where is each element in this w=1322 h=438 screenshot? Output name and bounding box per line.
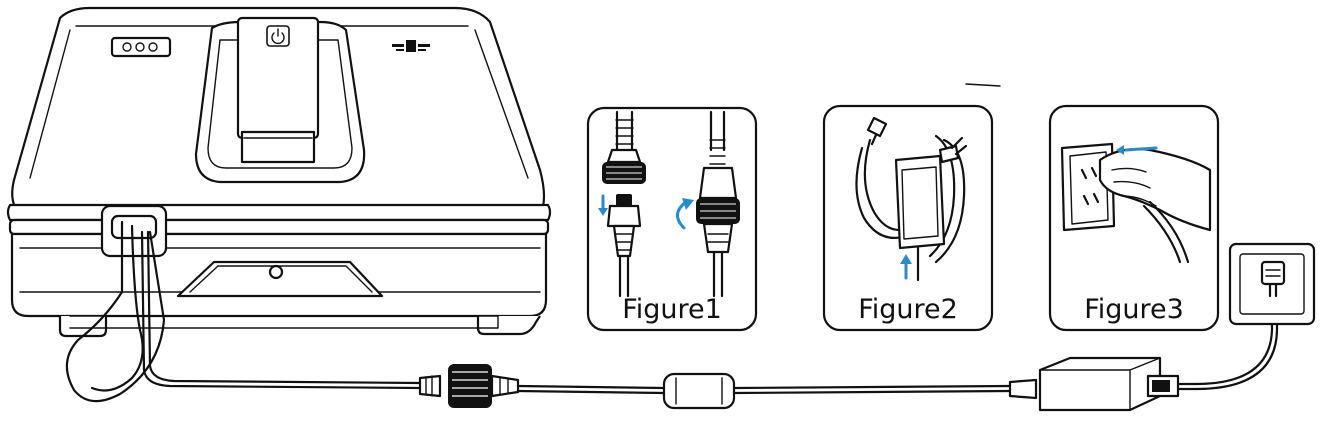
indicator-lights-icon [110, 36, 172, 58]
brand-logo-icon [392, 40, 430, 52]
power-cable [65, 220, 1316, 412]
figure-2-label: Figure2 [858, 294, 958, 325]
figure-3-label: Figure3 [1084, 294, 1184, 325]
figure-2-panel: Figure2 [822, 104, 994, 332]
figure-3-panel: Figure3 [965, 83, 1220, 332]
figure-1-label: Figure1 [622, 294, 722, 325]
figure-1-panel: Figure1 [586, 106, 758, 332]
power-icon [266, 25, 290, 47]
robot-cleaner [6, 6, 552, 338]
